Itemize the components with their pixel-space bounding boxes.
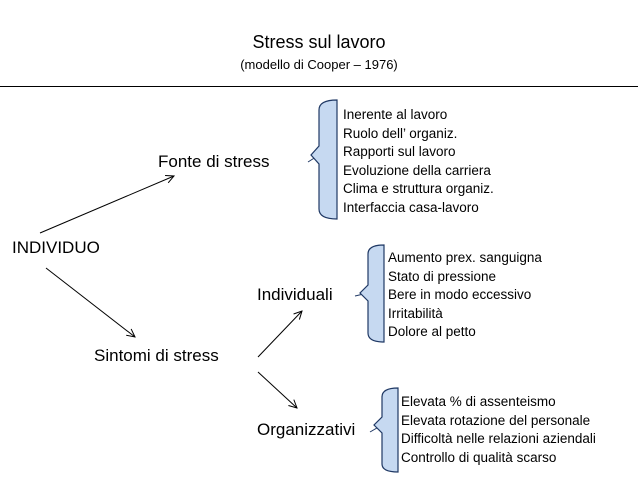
diagram-title: Stress sul lavoro (252, 32, 386, 52)
list-individuali: Aumento prex. sanguigna Stato di pressio… (388, 249, 542, 342)
list-item: Stato di pressione (388, 268, 497, 284)
node-organizzativi: Organizzativi (257, 420, 356, 439)
list-item: Interfaccia casa-lavoro (343, 199, 479, 215)
node-individuali: Individuali (257, 285, 333, 304)
list-item: Ruolo dell’ organiz. (343, 125, 458, 141)
node-individuo: INDIVIDUO (12, 238, 100, 257)
arrow-sintomi-individuali (257, 311, 302, 358)
node-sintomi-di-stress: Sintomi di stress (94, 346, 219, 365)
list-item: Aumento prex. sanguigna (388, 250, 542, 265)
arrow-sintomi-organizzativi (257, 371, 297, 408)
bracket-organizzativi (373, 387, 399, 473)
node-fonte-di-stress: Fonte di stress (158, 152, 270, 171)
list-item: Inerente al lavoro (343, 107, 448, 122)
list-item: Elevata rotazione del personale (401, 412, 591, 428)
list-item: Dolore al petto (388, 324, 476, 340)
list-item: Rapporti sul lavoro (343, 144, 456, 160)
bracket-individuali (359, 244, 385, 343)
list-item: Controllo di qualità scarso (401, 449, 557, 465)
list-organizzativi: Elevata % di assenteismo Elevata rotazio… (401, 393, 596, 467)
list-item: Irritabilità (388, 305, 443, 321)
bracket-fonte (310, 99, 338, 220)
list-item: Elevata % di assenteismo (401, 394, 556, 409)
list-item: Evoluzione della carriera (343, 162, 491, 178)
list-item: Difficoltà nelle relazioni aziendali (401, 431, 596, 447)
list-item: Clima e struttura organiz. (343, 181, 494, 197)
diagram-subtitle: (modello di Cooper – 1976) (240, 57, 398, 72)
arrow-individuo-sintomi (45, 267, 135, 337)
header-divider (0, 86, 638, 87)
arrow-individuo-fonte (39, 176, 174, 234)
list-item: Bere in modo eccessivo (388, 287, 532, 303)
list-fonte: Inerente al lavoro Ruolo dell’ organiz. … (343, 106, 494, 218)
